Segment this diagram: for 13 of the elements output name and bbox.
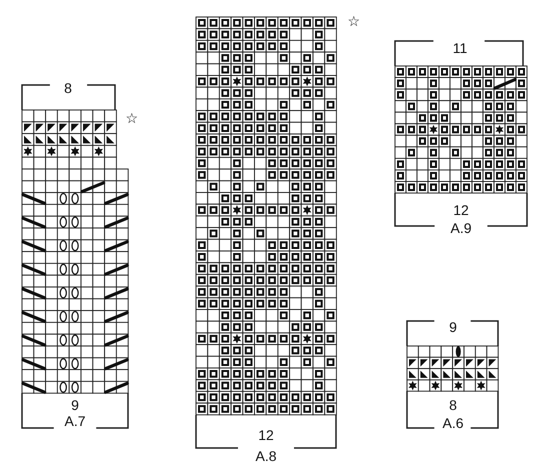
stitch-count: 8	[449, 397, 457, 413]
stitch-count: 11	[452, 40, 468, 56]
chart-name: A.8	[256, 448, 276, 464]
stitch-count: 12	[258, 427, 274, 443]
stitch-count: 8	[64, 80, 72, 96]
stitch-count: 9	[71, 397, 79, 413]
chart-name: A.6	[442, 415, 464, 431]
stitch-count: 12	[453, 202, 469, 218]
chart-name: A.7	[64, 413, 86, 429]
star-mark: ☆	[126, 110, 138, 126]
stitch-count: 9	[449, 319, 457, 335]
chart-name: A.9	[450, 220, 472, 236]
star-mark: ☆	[348, 13, 360, 29]
